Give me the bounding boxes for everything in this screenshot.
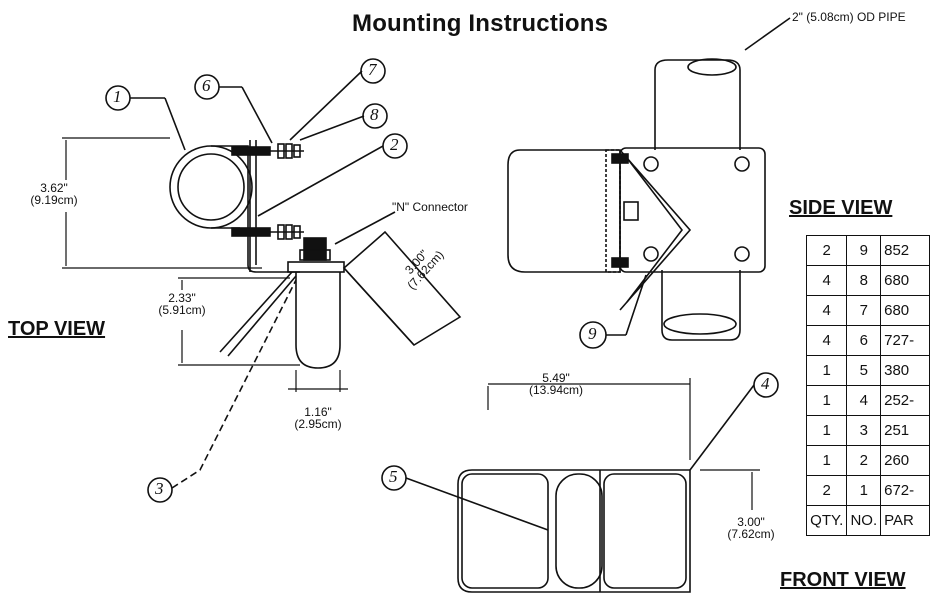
dim-front-height-in: 3.00" (737, 515, 765, 529)
parts-cell-part: 680 (880, 295, 930, 326)
parts-cell-no: 6 (846, 325, 882, 356)
front-view-label: FRONT VIEW (780, 569, 906, 591)
parts-cell-no: 2 (846, 445, 882, 476)
parts-cell-part: PAR (880, 505, 930, 536)
parts-cell-part: 260 (880, 445, 930, 476)
parts-cell-qty: 4 (805, 295, 848, 326)
dim-top-depth-cm: (5.91cm) (158, 303, 206, 317)
parts-cell-qty: QTY. (805, 505, 848, 536)
dim-front-height-cm: (7.62cm) (727, 527, 775, 541)
balloon-2: 2 (390, 135, 399, 154)
parts-cell-no: 3 (846, 415, 882, 446)
dim-front-width-cm: (13.94cm) (528, 383, 584, 397)
parts-table-header: QTY.NO.PAR (805, 505, 930, 536)
dim-front-height: 3.00" (7.62cm) (712, 516, 790, 540)
parts-cell-no: 1 (846, 475, 882, 506)
parts-cell-qty: 1 (805, 385, 848, 416)
parts-cell-part: 672- (880, 475, 930, 506)
page-title: Mounting Instructions (352, 10, 609, 37)
dim-top-height-in: 3.62" (40, 181, 68, 195)
top-view-label: TOP VIEW (8, 318, 106, 340)
parts-cell-qty: 2 (805, 235, 848, 266)
parts-cell-part: 251 (880, 415, 930, 446)
dim-top-depth: 2.33" (5.91cm) (142, 292, 222, 316)
dim-front-width: 5.49" (13.94cm) (506, 372, 606, 396)
parts-cell-qty: 1 (805, 415, 848, 446)
parts-cell-no: NO. (846, 505, 882, 536)
parts-cell-qty: 1 (805, 355, 848, 386)
balloon-1: 1 (113, 87, 122, 106)
balloon-7: 7 (368, 60, 377, 79)
parts-cell-no: 7 (846, 295, 882, 326)
dim-top-height: 3.62" (9.19cm) (14, 182, 94, 206)
parts-cell-part: 380 (880, 355, 930, 386)
parts-cell-qty: 4 (805, 265, 848, 296)
balloon-8: 8 (370, 105, 379, 124)
parts-cell-part: 680 (880, 265, 930, 296)
balloon-5: 5 (389, 467, 398, 486)
parts-cell-part: 727- (880, 325, 930, 356)
dim-top-height-cm: (9.19cm) (30, 193, 78, 207)
parts-cell-part: 852 (880, 235, 930, 266)
parts-cell-qty: 2 (805, 475, 848, 506)
balloon-4: 4 (761, 374, 770, 393)
parts-cell-no: 4 (846, 385, 882, 416)
parts-cell-qty: 1 (805, 445, 848, 476)
dim-top-width-cm: (2.95cm) (294, 417, 342, 431)
connector-callout: "N" Connector (392, 200, 468, 214)
balloon-3: 3 (155, 479, 164, 498)
parts-cell-qty: 4 (805, 325, 848, 356)
parts-cell-no: 8 (846, 265, 882, 296)
side-view-label: SIDE VIEW (789, 197, 893, 219)
parts-cell-no: 9 (846, 235, 882, 266)
dim-front-width-in: 5.49" (542, 371, 570, 385)
balloon-9: 9 (588, 324, 597, 343)
parts-cell-part: 252- (880, 385, 930, 416)
dim-top-depth-in: 2.33" (168, 291, 196, 305)
pipe-callout: 2" (5.08cm) OD PIPE (792, 10, 906, 24)
dim-top-width: 1.16" (2.95cm) (278, 406, 358, 430)
dim-top-width-in: 1.16" (304, 405, 332, 419)
balloon-6: 6 (202, 76, 211, 95)
parts-cell-no: 5 (846, 355, 882, 386)
